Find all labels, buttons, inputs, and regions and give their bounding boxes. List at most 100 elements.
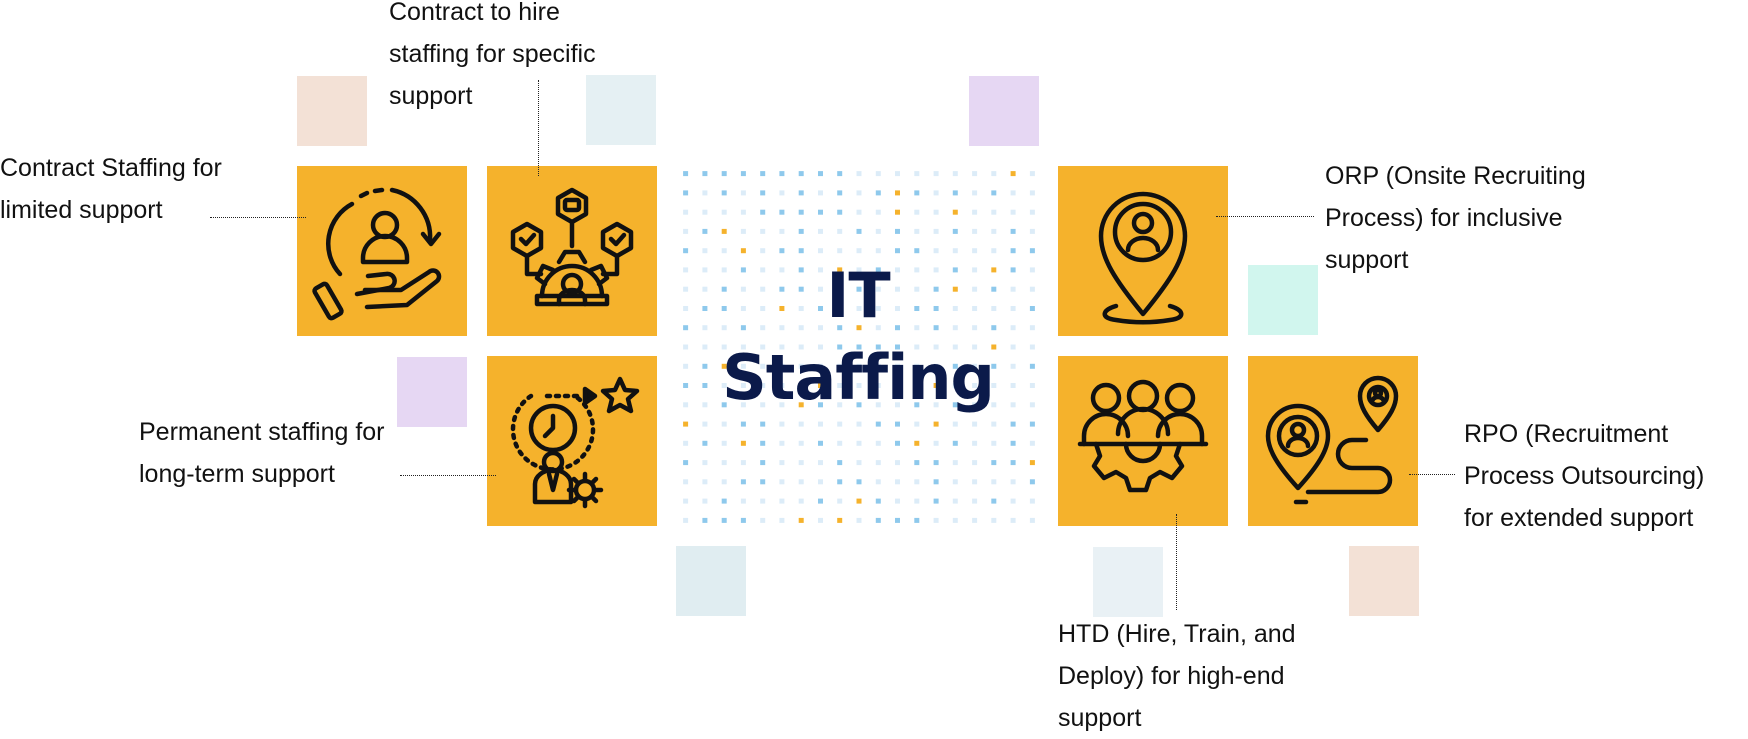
label-htd: HTD (Hire, Train, and Deploy) for high-e… bbox=[1058, 620, 1296, 732]
grid-dot bbox=[702, 460, 708, 466]
grid-dot bbox=[991, 498, 997, 504]
grid-dot bbox=[1029, 306, 1035, 311]
grid-dot bbox=[702, 402, 708, 408]
center-title: IT Staffing bbox=[722, 259, 995, 414]
grid-dot bbox=[798, 383, 804, 388]
team-gear-icon bbox=[1077, 379, 1209, 493]
grid-dot bbox=[875, 440, 881, 446]
grid-dot bbox=[683, 209, 689, 215]
grid-dot bbox=[914, 363, 920, 369]
grid-dot bbox=[818, 248, 823, 254]
grid-dot bbox=[875, 248, 881, 254]
grid-dot bbox=[972, 460, 978, 466]
grid-dot bbox=[856, 402, 862, 408]
grid-dot bbox=[779, 306, 785, 311]
grid-dot bbox=[798, 344, 804, 350]
grid-dot bbox=[721, 228, 727, 234]
grid-dot bbox=[1029, 325, 1035, 331]
grid-dot bbox=[798, 440, 804, 446]
grid-dot bbox=[702, 498, 708, 504]
grid-dot bbox=[972, 402, 978, 408]
grid-dot bbox=[798, 479, 804, 485]
grid-dot bbox=[1010, 363, 1016, 369]
grid-dot bbox=[1029, 228, 1035, 234]
grid-dot bbox=[952, 325, 958, 331]
deco-square-lightblue bbox=[1093, 547, 1163, 617]
connector-rpo bbox=[1409, 474, 1455, 475]
grid-dot bbox=[683, 190, 689, 196]
grid-dot bbox=[798, 402, 804, 408]
grid-dot bbox=[818, 267, 823, 273]
grid-dot bbox=[952, 209, 958, 215]
grid-dot bbox=[1029, 402, 1035, 408]
grid-dot bbox=[798, 248, 804, 254]
grid-dot bbox=[760, 325, 766, 331]
grid-dot bbox=[895, 306, 900, 311]
grid-dot bbox=[798, 228, 804, 234]
grid-dot bbox=[875, 228, 881, 234]
grid-dot bbox=[721, 248, 727, 254]
grid-dot bbox=[818, 440, 823, 446]
grid-dot bbox=[760, 267, 766, 273]
grid-dot bbox=[895, 498, 900, 504]
grid-dot bbox=[952, 517, 958, 523]
grid-dot bbox=[856, 190, 862, 196]
grid-dot bbox=[856, 479, 862, 485]
connector-orp bbox=[1216, 216, 1314, 217]
grid-dot bbox=[856, 248, 862, 254]
hand-person-cycle-icon bbox=[312, 187, 442, 321]
grid-dot bbox=[1010, 344, 1016, 350]
grid-dot bbox=[702, 286, 708, 292]
grid-dot bbox=[779, 479, 785, 485]
grid-dot bbox=[721, 479, 727, 485]
grid-dot bbox=[740, 517, 746, 523]
grid-dot bbox=[952, 402, 958, 408]
grid-dot bbox=[991, 479, 997, 485]
grid-dot bbox=[740, 248, 746, 254]
grid-dot bbox=[914, 190, 920, 196]
grid-dot bbox=[760, 479, 766, 485]
grid-dot bbox=[1010, 306, 1016, 311]
grid-dot bbox=[779, 325, 785, 331]
grid-dot bbox=[740, 460, 746, 466]
grid-dot bbox=[933, 286, 939, 292]
label-orp: ORP (Onsite Recruiting Process) for incl… bbox=[1325, 162, 1586, 274]
grid-dot bbox=[914, 325, 920, 331]
grid-dot bbox=[837, 383, 843, 388]
grid-dot bbox=[760, 498, 766, 504]
grid-dot bbox=[933, 190, 939, 196]
grid-dot bbox=[856, 228, 862, 234]
grid-dot bbox=[702, 344, 708, 350]
grid-dot bbox=[740, 228, 746, 234]
grid-dot bbox=[933, 248, 939, 254]
location-person-pin-icon bbox=[1098, 191, 1188, 325]
grid-dot bbox=[760, 190, 766, 196]
grid-dot bbox=[740, 383, 746, 388]
grid-dot bbox=[1010, 421, 1016, 427]
grid-dot bbox=[760, 209, 766, 215]
grid-dot bbox=[1029, 171, 1035, 177]
grid-dot bbox=[779, 209, 785, 215]
grid-dot bbox=[972, 306, 978, 311]
grid-dot bbox=[760, 440, 766, 446]
grid-dot bbox=[740, 498, 746, 504]
tile-permanent-staffing bbox=[487, 356, 657, 526]
grid-dot bbox=[952, 383, 958, 388]
grid-dot bbox=[837, 440, 843, 446]
grid-dot bbox=[779, 344, 785, 350]
grid-dot bbox=[1010, 383, 1016, 388]
grid-dot bbox=[875, 479, 881, 485]
grid-dot bbox=[1029, 344, 1035, 350]
grid-dot bbox=[702, 421, 708, 427]
grid-dot bbox=[683, 363, 689, 369]
grid-dot bbox=[779, 248, 785, 254]
grid-dot bbox=[721, 383, 727, 388]
grid-dot bbox=[760, 248, 766, 254]
grid-dot bbox=[683, 517, 689, 523]
grid-dot bbox=[972, 440, 978, 446]
grid-dot bbox=[818, 171, 823, 177]
grid-dot bbox=[740, 306, 746, 311]
grid-dot bbox=[933, 383, 939, 388]
grid-dot bbox=[1010, 325, 1016, 331]
